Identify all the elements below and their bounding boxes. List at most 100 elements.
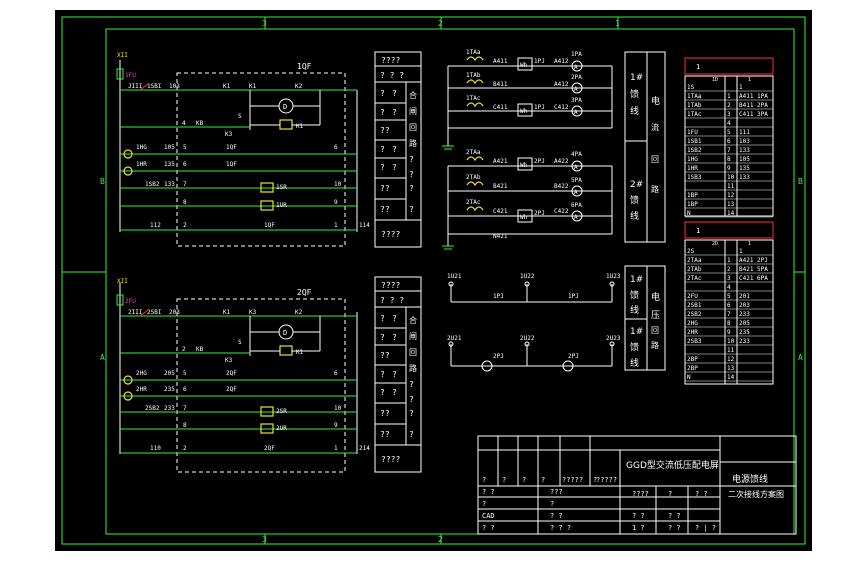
fuse-label-2: 2FU bbox=[125, 298, 136, 305]
svg-text:1U23: 1U23 bbox=[606, 273, 621, 280]
svg-text:114: 114 bbox=[359, 222, 370, 229]
terminal-cell: 2SB1 bbox=[687, 302, 702, 309]
drawing-border: 3 2 1 B A B A 3 2 bbox=[61, 16, 806, 545]
terminal-cell: 1 bbox=[739, 248, 743, 255]
ammeter-3pa bbox=[571, 105, 583, 117]
coil-ur-2 bbox=[260, 423, 274, 434]
terminal-cell: 103 bbox=[739, 138, 750, 145]
voltmeter-b bbox=[562, 360, 574, 372]
svg-text:1#: 1# bbox=[630, 275, 643, 285]
terminal-cell: 2S bbox=[687, 248, 695, 255]
svg-text:6: 6 bbox=[183, 386, 187, 393]
svg-text:?: ? bbox=[392, 89, 397, 98]
svg-text:XII: XII bbox=[117, 278, 128, 285]
svg-text:KB: KB bbox=[196, 120, 204, 127]
svg-text:1TAc: 1TAc bbox=[466, 95, 481, 102]
svg-text:? | ?: ? | ? bbox=[695, 524, 716, 532]
svg-text:????: ???? bbox=[381, 230, 400, 239]
fuse-1 bbox=[116, 68, 124, 80]
svg-text:135: 135 bbox=[164, 161, 175, 168]
lamp-hr-2 bbox=[123, 391, 133, 401]
svg-text:S: S bbox=[238, 339, 242, 346]
svg-text:????: ???? bbox=[381, 281, 400, 290]
coil-sr-2 bbox=[260, 406, 274, 417]
terminal-cell: 9 bbox=[727, 329, 731, 336]
svg-text:1PJ: 1PJ bbox=[534, 58, 545, 65]
svg-text:2: 2 bbox=[182, 346, 186, 353]
svg-text:?: ? bbox=[409, 395, 414, 404]
svg-text:?: ? bbox=[409, 205, 414, 214]
switch-label-sb1: 2SBI bbox=[147, 309, 162, 316]
svg-text:K1: K1 bbox=[249, 83, 257, 90]
terminal-cell: 9 bbox=[727, 165, 731, 172]
svg-text:? ?: ? ? bbox=[550, 512, 563, 520]
current-circuit-1: 1TAa 1TAb 1TAc A411 B411 C411 Wh 1PJ Wh … bbox=[442, 49, 613, 150]
terminal-cell: 2BP bbox=[687, 365, 698, 372]
svg-text:2PJ: 2PJ bbox=[568, 353, 579, 360]
svg-text:233: 233 bbox=[164, 405, 175, 412]
svg-text:1HR: 1HR bbox=[136, 161, 147, 168]
svg-text:回: 回 bbox=[651, 326, 659, 335]
svg-text:2: 2 bbox=[183, 222, 187, 229]
svg-text:2QF: 2QF bbox=[226, 370, 237, 377]
terminal-cell: 10 bbox=[727, 174, 735, 181]
switch-label-sb1: 1SBI bbox=[147, 83, 162, 90]
svg-text:1HG: 1HG bbox=[136, 144, 147, 151]
svg-text:XII: XII bbox=[117, 52, 128, 59]
control-circuit-2: 2QF XII 2FU 2III 2SBI 203 K1 K3 K2 D K1 … bbox=[116, 278, 370, 473]
svg-text:8: 8 bbox=[183, 199, 187, 206]
terminal-cell: 2 bbox=[727, 102, 731, 109]
zone-label-top-2: 2 bbox=[438, 19, 443, 28]
terminal-cell: 12 bbox=[727, 356, 735, 363]
svg-text:?: ? bbox=[482, 476, 486, 484]
svg-text:?: ? bbox=[668, 490, 672, 498]
terminal-cell: 2TAb bbox=[687, 266, 702, 273]
svg-text:D: D bbox=[283, 103, 287, 111]
svg-text:1PJ: 1PJ bbox=[534, 104, 545, 111]
svg-text:?: ? bbox=[550, 500, 554, 508]
model-title: GGD型交流低压配电屏 bbox=[626, 459, 719, 471]
svg-text:电: 电 bbox=[651, 291, 660, 303]
svg-text:路: 路 bbox=[651, 340, 659, 350]
coil-ur-1 bbox=[260, 200, 274, 211]
svg-text:1PJ: 1PJ bbox=[568, 293, 579, 300]
terminal-cell: 133 bbox=[739, 174, 750, 181]
svg-text:CAD: CAD bbox=[482, 512, 495, 520]
svg-text:A: A bbox=[574, 214, 578, 221]
svg-text:????: ???? bbox=[632, 490, 649, 498]
svg-text:线: 线 bbox=[630, 210, 639, 222]
svg-text:?: ? bbox=[409, 170, 414, 179]
terminal-cell: 1BP bbox=[687, 201, 698, 208]
svg-text:2SB2: 2SB2 bbox=[145, 405, 160, 412]
svg-text:8: 8 bbox=[183, 422, 187, 429]
svg-text:1: 1 bbox=[748, 77, 751, 83]
terminal-cell: 133 bbox=[739, 147, 750, 154]
terminal-cell: 233 bbox=[739, 311, 750, 318]
svg-text:?: ? bbox=[380, 163, 385, 172]
ammeter-1pa bbox=[571, 60, 583, 72]
svg-text:A: A bbox=[574, 64, 578, 71]
svg-text:?: ? bbox=[392, 388, 397, 397]
zone-label-top-3: 3 bbox=[262, 19, 267, 28]
svg-text:2PJ: 2PJ bbox=[534, 210, 545, 217]
terminal-cell: 12 bbox=[727, 192, 735, 199]
svg-text:K3: K3 bbox=[249, 309, 257, 316]
svg-text:2QF: 2QF bbox=[264, 445, 275, 452]
svg-text:205: 205 bbox=[164, 370, 175, 377]
terminal-cell: 2TAc bbox=[687, 275, 702, 282]
zone-label-right-b: B bbox=[798, 177, 803, 186]
svg-text:????: ???? bbox=[381, 56, 400, 65]
terminal-cell: 1SB3 bbox=[687, 174, 702, 181]
svg-text:2III: 2III bbox=[128, 309, 143, 316]
svg-text:合: 合 bbox=[409, 90, 417, 100]
terminal-cell: 2HR bbox=[687, 329, 698, 336]
terminal-cell: 5 bbox=[727, 293, 731, 300]
svg-text:?: ? bbox=[409, 409, 414, 418]
zone-label-bottom-3: 3 bbox=[262, 535, 267, 544]
svg-text:D: D bbox=[283, 329, 287, 337]
ammeter-4pa bbox=[571, 160, 583, 172]
svg-text:?: ? bbox=[522, 476, 526, 484]
terminal-cell: 3 bbox=[727, 111, 731, 118]
